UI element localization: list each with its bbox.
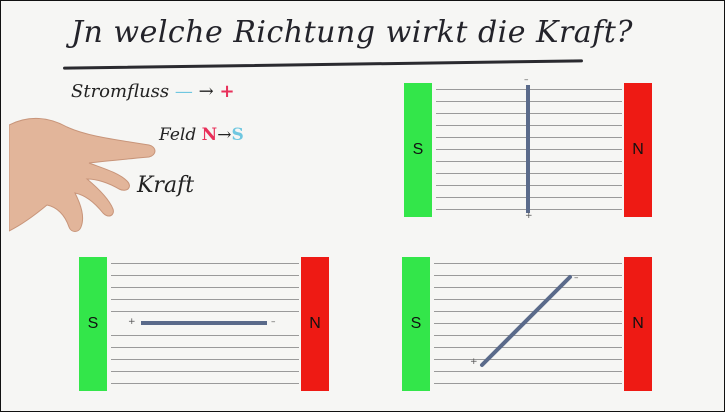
plus-marker: + — [470, 357, 478, 367]
feld-n: N — [201, 125, 218, 145]
field-line — [111, 275, 299, 276]
field-line — [434, 263, 622, 264]
field-line — [111, 287, 299, 288]
field-line — [111, 359, 299, 360]
conductor-diagonal — [480, 275, 572, 367]
conductor-horizontal — [141, 321, 267, 325]
diagram-diagonal: S N + – — [402, 257, 652, 393]
page-title: Jn welche Richtung wirkt die Kraft? — [71, 15, 633, 50]
field-line — [111, 371, 299, 372]
field-line — [434, 299, 622, 300]
feld-arrow: → — [217, 125, 232, 145]
north-pole-magnet: N — [624, 83, 652, 217]
diagram-horizontal: S N + – — [79, 257, 329, 393]
minus-marker: – — [524, 75, 529, 85]
field-line — [111, 335, 299, 336]
north-pole-magnet: N — [301, 257, 329, 391]
field-line — [434, 287, 622, 288]
stromfluss-note: Stromfluss — → + — [71, 81, 235, 102]
field-line — [111, 383, 299, 384]
field-line — [434, 335, 622, 336]
field-line — [111, 263, 299, 264]
title-underline — [63, 59, 583, 70]
plus-marker: + — [525, 211, 533, 221]
field-line — [111, 311, 299, 312]
kraft-label: Kraft — [137, 173, 195, 198]
north-pole-magnet: N — [624, 257, 652, 391]
field-line — [111, 299, 299, 300]
south-pole-magnet: S — [402, 257, 430, 391]
field-line — [434, 323, 622, 324]
field-line — [111, 347, 299, 348]
minus-marker: – — [574, 273, 579, 283]
field-line — [434, 371, 622, 372]
field-line — [434, 275, 622, 276]
feld-note: Feld N→S — [159, 125, 244, 145]
plus-marker: + — [128, 317, 136, 327]
stromfluss-plus: + — [219, 81, 235, 102]
kraft-note: Kraft — [137, 173, 194, 198]
field-line — [434, 311, 622, 312]
field-line — [434, 359, 622, 360]
field-line — [434, 383, 622, 384]
pointing-hand-icon — [9, 118, 156, 232]
feld-s: S — [231, 125, 244, 145]
feld-label: Feld — [159, 125, 197, 145]
stromfluss-arrow: → — [198, 81, 214, 102]
conductor-vertical — [526, 85, 530, 213]
diagram-vertical: S N – + — [404, 75, 652, 221]
stromfluss-label: Stromfluss — [71, 81, 170, 102]
south-pole-magnet: S — [79, 257, 107, 391]
field-line — [434, 347, 622, 348]
minus-marker: – — [271, 317, 276, 327]
stromfluss-minus: — — [174, 81, 193, 102]
south-pole-magnet: S — [404, 83, 432, 217]
